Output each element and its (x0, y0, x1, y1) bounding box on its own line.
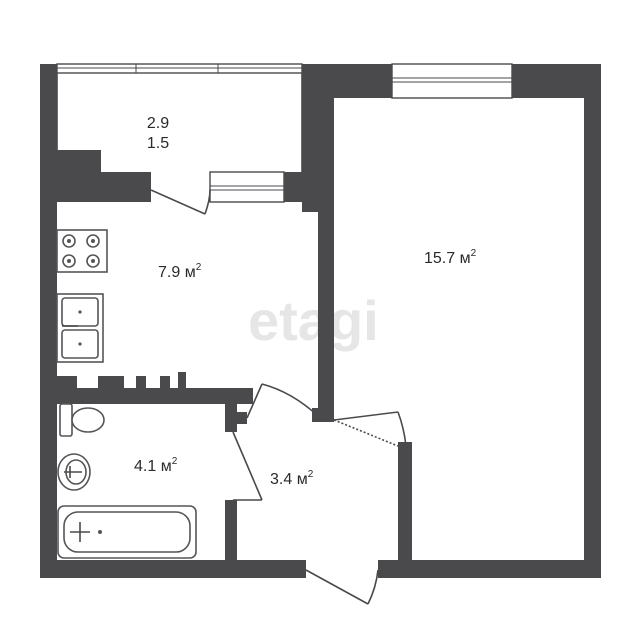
stove-icon (56, 229, 108, 273)
watermark: etagi (248, 289, 379, 352)
living-window (391, 63, 513, 99)
balcony-window (56, 63, 303, 74)
living-area-label: 15.7 м2 (424, 248, 477, 267)
kitchen-sink-icon (56, 293, 104, 363)
balcony-length-label: 2.9 (147, 115, 169, 132)
kitchen-area-label: 7.9 м2 (158, 262, 202, 281)
interior-walls (57, 98, 412, 560)
bathroom-door (232, 431, 263, 501)
balcony-door (150, 189, 211, 215)
balcony-width-label: 1.5 (147, 135, 169, 152)
hall-area-label: 3.4 м2 (270, 469, 314, 488)
washbasin-icon (57, 453, 91, 491)
bathtub-icon (57, 505, 197, 559)
kitchen-window (209, 171, 285, 203)
kitchen-door (246, 383, 319, 419)
toilet-icon (59, 403, 105, 437)
entrance-door (305, 569, 379, 605)
bathroom-area-label: 4.1 м2 (134, 456, 178, 475)
living-door (333, 411, 407, 447)
